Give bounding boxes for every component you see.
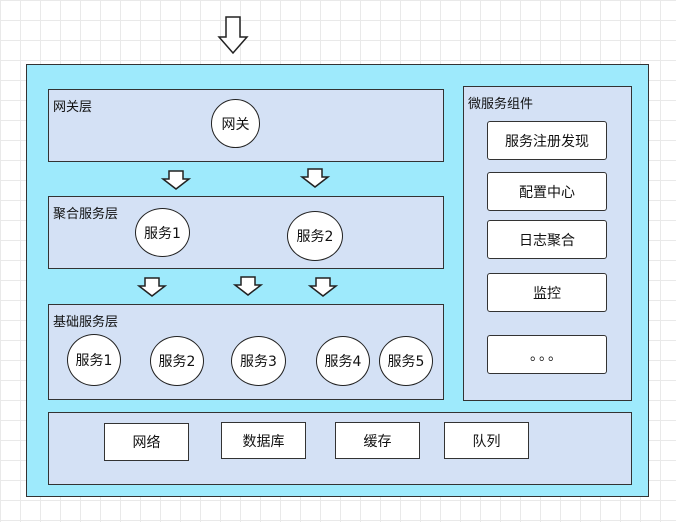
flow-arrow-1 [160, 170, 192, 190]
entry-arrow [217, 16, 249, 55]
base-service-node-1: 服务1 [67, 334, 121, 386]
base-service-node-3: 服务3 [231, 336, 286, 386]
infra-queue: 队列 [444, 422, 529, 459]
flow-arrow-3 [136, 277, 168, 297]
component-log-aggregation: 日志聚合 [487, 220, 607, 259]
infra-network: 网络 [104, 423, 189, 461]
base-layer-title: 基础服务层 [53, 315, 119, 330]
flow-arrow-4 [232, 276, 264, 296]
components-panel-title: 微服务组件 [468, 97, 534, 112]
base-service-node-4: 服务4 [316, 336, 370, 386]
base-service-node-5: 服务5 [379, 336, 433, 386]
aggregation-service-node-1: 服务1 [135, 208, 190, 257]
infra-database: 数据库 [221, 422, 306, 459]
component-more: 。。。 [487, 335, 607, 374]
aggregation-layer-title: 聚合服务层 [53, 207, 119, 222]
aggregation-service-node-2: 服务2 [287, 211, 343, 261]
gateway-layer-title: 网关层 [53, 100, 93, 115]
gateway-node: 网关 [211, 99, 260, 148]
base-service-node-2: 服务2 [150, 336, 204, 386]
flow-arrow-2 [299, 168, 331, 188]
flow-arrow-5 [307, 277, 339, 297]
component-config-center: 配置中心 [487, 172, 607, 211]
component-service-discovery: 服务注册发现 [487, 121, 607, 160]
infra-cache: 缓存 [335, 422, 420, 459]
component-monitoring: 监控 [487, 273, 607, 312]
aggregation-layer: 聚合服务层 [48, 196, 444, 269]
